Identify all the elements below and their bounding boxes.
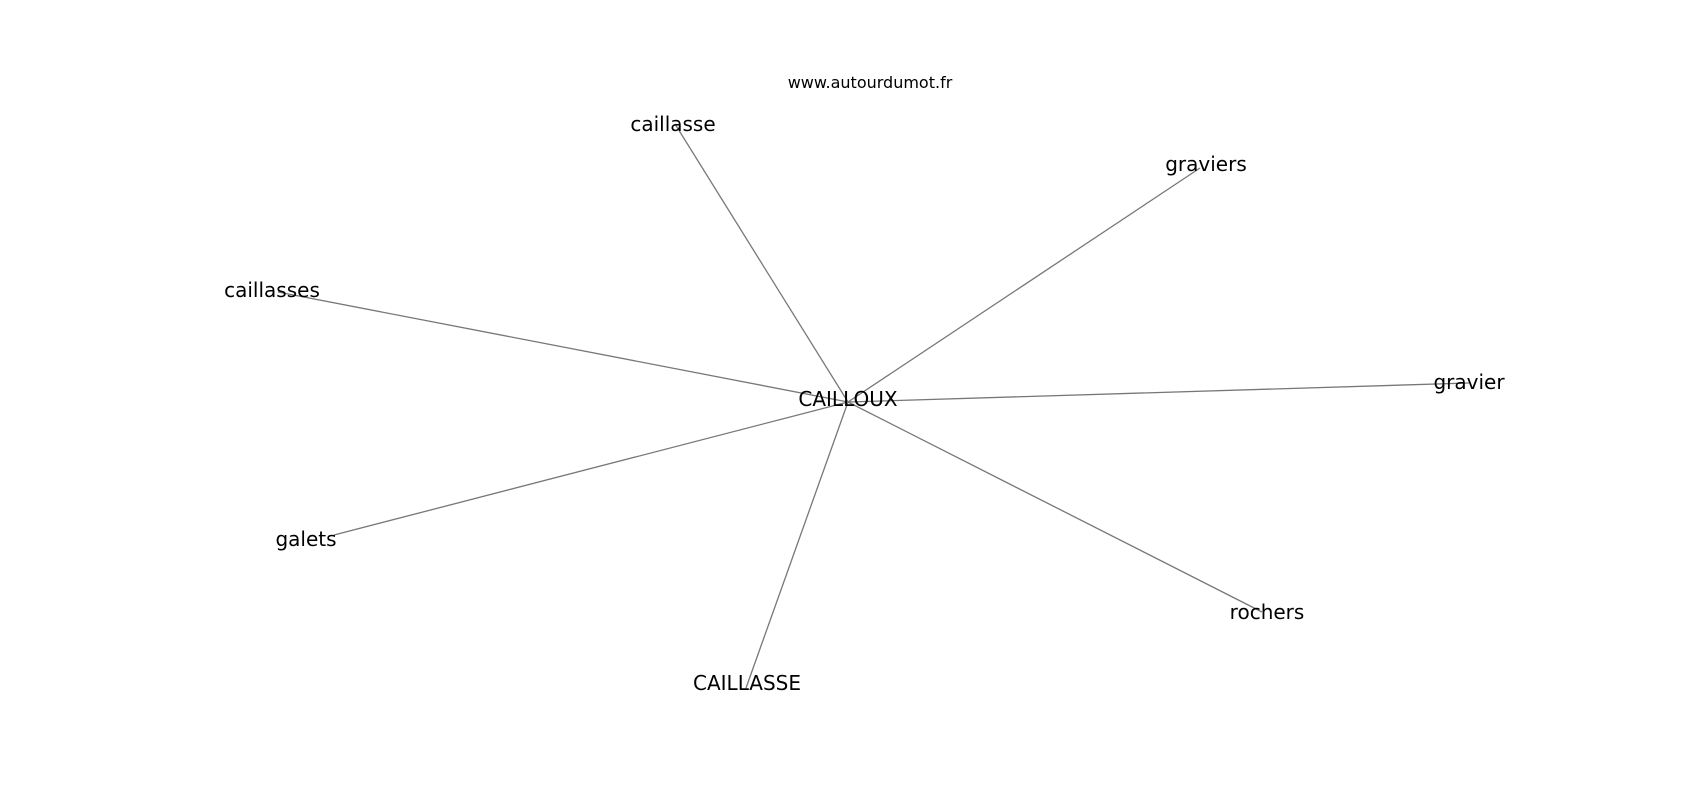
watermark-text: www.autourdumot.fr (788, 73, 953, 92)
edge-cailloux-rochers (847, 401, 1263, 613)
node-caillasse-upper[interactable]: CAILLASSE (693, 671, 801, 695)
node-rochers[interactable]: rochers (1230, 600, 1305, 624)
node-graviers[interactable]: graviers (1165, 152, 1247, 176)
node-caillasses[interactable]: caillasses (224, 278, 320, 302)
edge-cailloux-caillasses (277, 291, 849, 403)
node-caillasse[interactable]: caillasse (630, 112, 715, 136)
node-galets[interactable]: galets (275, 527, 336, 551)
edge-cailloux-gravier (847, 382, 1470, 403)
node-center-cailloux[interactable]: CAILLOUX (798, 387, 897, 411)
edge-layer (277, 123, 1470, 689)
edge-cailloux-caillasse (674, 123, 849, 403)
node-layer: CAILLOUX caillasse graviers caillasses g… (224, 112, 1505, 695)
node-gravier[interactable]: gravier (1433, 370, 1505, 394)
edge-cailloux-galets (333, 401, 849, 536)
edge-cailloux-graviers (847, 167, 1201, 403)
edge-cailloux-caillasse (745, 401, 849, 689)
